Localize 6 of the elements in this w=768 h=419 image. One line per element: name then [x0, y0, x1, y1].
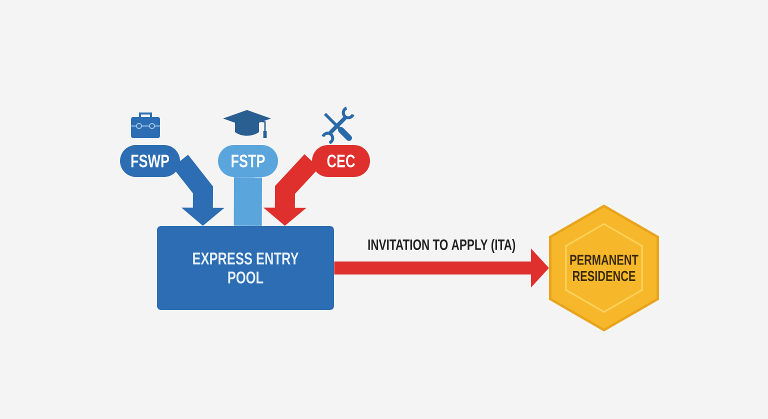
process-box: EXPRESS ENTRY POOL [157, 226, 334, 310]
hexagon: PERMANENT RESIDENCE [549, 204, 659, 332]
edge-label: INVITATION TO APPLY (ITA) [366, 238, 518, 254]
pill-tag: FSWP [120, 145, 180, 177]
pill-tag: CEC [312, 145, 370, 177]
pill-tag: FSTP [218, 145, 278, 177]
